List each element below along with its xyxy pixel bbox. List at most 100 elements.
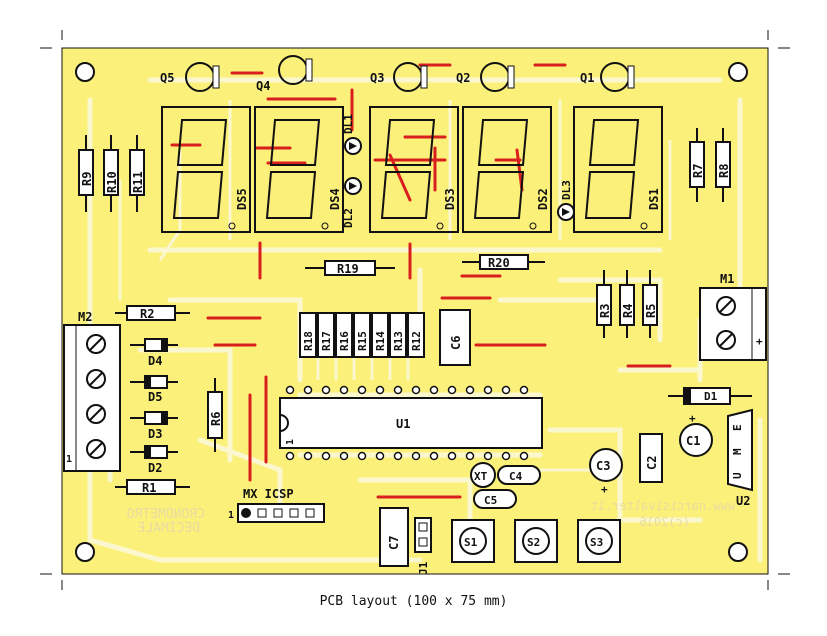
q1-label: Q1 <box>580 71 594 85</box>
resistor-r20: R20 <box>462 254 545 270</box>
icsp-pin1: 1 <box>228 510 234 521</box>
display-ds2: DS2 <box>462 106 552 233</box>
icsp-header: MX ICSP 1 <box>228 487 325 523</box>
d5-label: D5 <box>148 390 162 404</box>
capacitor-c7: C7 <box>379 507 409 567</box>
r16-label: R16 <box>338 331 351 351</box>
r13-label: R13 <box>392 331 405 351</box>
r18-label: R18 <box>302 331 315 351</box>
u2-pin-e: E <box>731 424 744 431</box>
led-dl2: DL2 <box>342 177 362 228</box>
terminal-m1: M1 + <box>699 272 767 361</box>
q4-label: Q4 <box>256 79 270 93</box>
j1-label: J1 <box>417 561 430 575</box>
capacitor-c4: C4 <box>497 465 541 485</box>
icsp-label: MX ICSP <box>243 487 294 501</box>
diodes-left <box>130 338 178 459</box>
m1-label: M1 <box>720 272 734 286</box>
c4-label: C4 <box>509 470 523 483</box>
watermark-site: www.narcisivalter.it <box>591 499 736 513</box>
u1-label: U1 <box>396 417 410 431</box>
r14-label: R14 <box>374 331 387 351</box>
dl3-label: DL3 <box>560 180 573 200</box>
switch-s1: S1 <box>451 519 495 563</box>
resistor-r1: R1 <box>115 479 190 495</box>
display-ds4: DS4 <box>254 106 344 233</box>
ds2-label: DS2 <box>536 188 550 210</box>
m2-pin1: 1 <box>66 454 72 465</box>
mounting-holes <box>75 62 748 562</box>
watermark-line2: DECIMALE <box>137 521 200 536</box>
crop-marks <box>40 30 790 590</box>
resistor-r2: R2 <box>115 305 190 321</box>
pcb-caption: PCB layout (100 x 75 mm) <box>319 594 508 609</box>
m1-plus: + <box>756 335 763 348</box>
resistors-left <box>78 135 145 212</box>
display-ds5: DS5 <box>161 106 251 233</box>
r20-label: R20 <box>488 256 510 270</box>
c5-label: C5 <box>484 494 497 507</box>
u1-pin1: 1 <box>285 439 296 445</box>
r9-label: R9 <box>80 172 94 186</box>
ds4-label: DS4 <box>328 188 342 210</box>
r3-label: R3 <box>598 304 612 318</box>
s2-label: S2 <box>527 536 540 549</box>
r1-label: R1 <box>142 481 156 495</box>
regulator-u2: E M U U2 <box>727 408 753 508</box>
pcb-board: Q5 Q4 Q3 Q2 Q1 DS5 DS4 DS3 <box>40 30 790 590</box>
u2-pin-m: M <box>731 448 744 455</box>
r12-label: R12 <box>410 331 423 351</box>
u2-label: U2 <box>736 494 750 508</box>
top-traces <box>170 63 672 499</box>
capacitor-c1: C1 + <box>679 412 713 457</box>
c6-label: C6 <box>449 336 463 350</box>
ds3-label: DS3 <box>443 188 457 210</box>
led-dl1: DL1 <box>342 114 362 155</box>
d1-label: D1 <box>704 390 718 403</box>
switch-s2: S2 <box>514 519 558 563</box>
q2-label: Q2 <box>456 71 470 85</box>
r8-label: R8 <box>717 164 731 178</box>
c1-label: C1 <box>686 434 700 448</box>
led-dl3: DL3 <box>557 180 575 221</box>
ds1-label: DS1 <box>647 188 661 210</box>
c3-label: C3 <box>596 459 610 473</box>
transistor-q4: Q4 <box>256 55 313 93</box>
capacitor-c2: C2 <box>639 433 663 483</box>
resistors-right <box>689 128 731 202</box>
display-ds3: DS3 <box>369 106 459 233</box>
watermark: CRONOMETRO DECIMALE www.narcisivalter.it… <box>127 499 735 536</box>
r11-label: R11 <box>131 171 145 193</box>
c7-label: C7 <box>387 536 401 550</box>
ds5-label: DS5 <box>235 188 249 210</box>
r17-label: R17 <box>320 331 333 351</box>
capacitor-c3: C3 + <box>589 448 623 496</box>
r7-label: R7 <box>691 164 705 178</box>
resistor-r19: R19 <box>305 260 395 276</box>
xt-label: XT <box>474 470 488 483</box>
transistor-q2: Q2 <box>456 62 515 92</box>
resistors-mid <box>596 270 658 338</box>
resistor-array <box>299 312 425 358</box>
d2-label: D2 <box>148 461 162 475</box>
u2-pin-u: U <box>731 472 744 479</box>
c1-plus: + <box>689 412 696 425</box>
c2-label: C2 <box>645 456 659 470</box>
ic-u1: U1 1 <box>279 385 543 461</box>
resistor-r6: R6 <box>207 378 223 452</box>
capacitor-c6: C6 <box>439 309 471 366</box>
diode-d1: D1 <box>668 387 752 405</box>
terminal-m2: M2 1 <box>63 310 121 472</box>
watermark-line1: CRONOMETRO <box>127 507 205 522</box>
d4-label: D4 <box>148 354 162 368</box>
q3-label: Q3 <box>370 71 384 85</box>
q5-label: Q5 <box>160 71 174 85</box>
display-ds1: DS1 <box>573 106 663 233</box>
transistor-q3: Q3 <box>370 62 428 92</box>
s1-label: S1 <box>464 536 478 549</box>
r10-label: R10 <box>105 171 119 193</box>
r2-label: R2 <box>140 307 154 321</box>
r5-label: R5 <box>644 304 658 318</box>
watermark-year: (c)2016 <box>639 515 690 529</box>
r15-label: R15 <box>356 331 369 351</box>
